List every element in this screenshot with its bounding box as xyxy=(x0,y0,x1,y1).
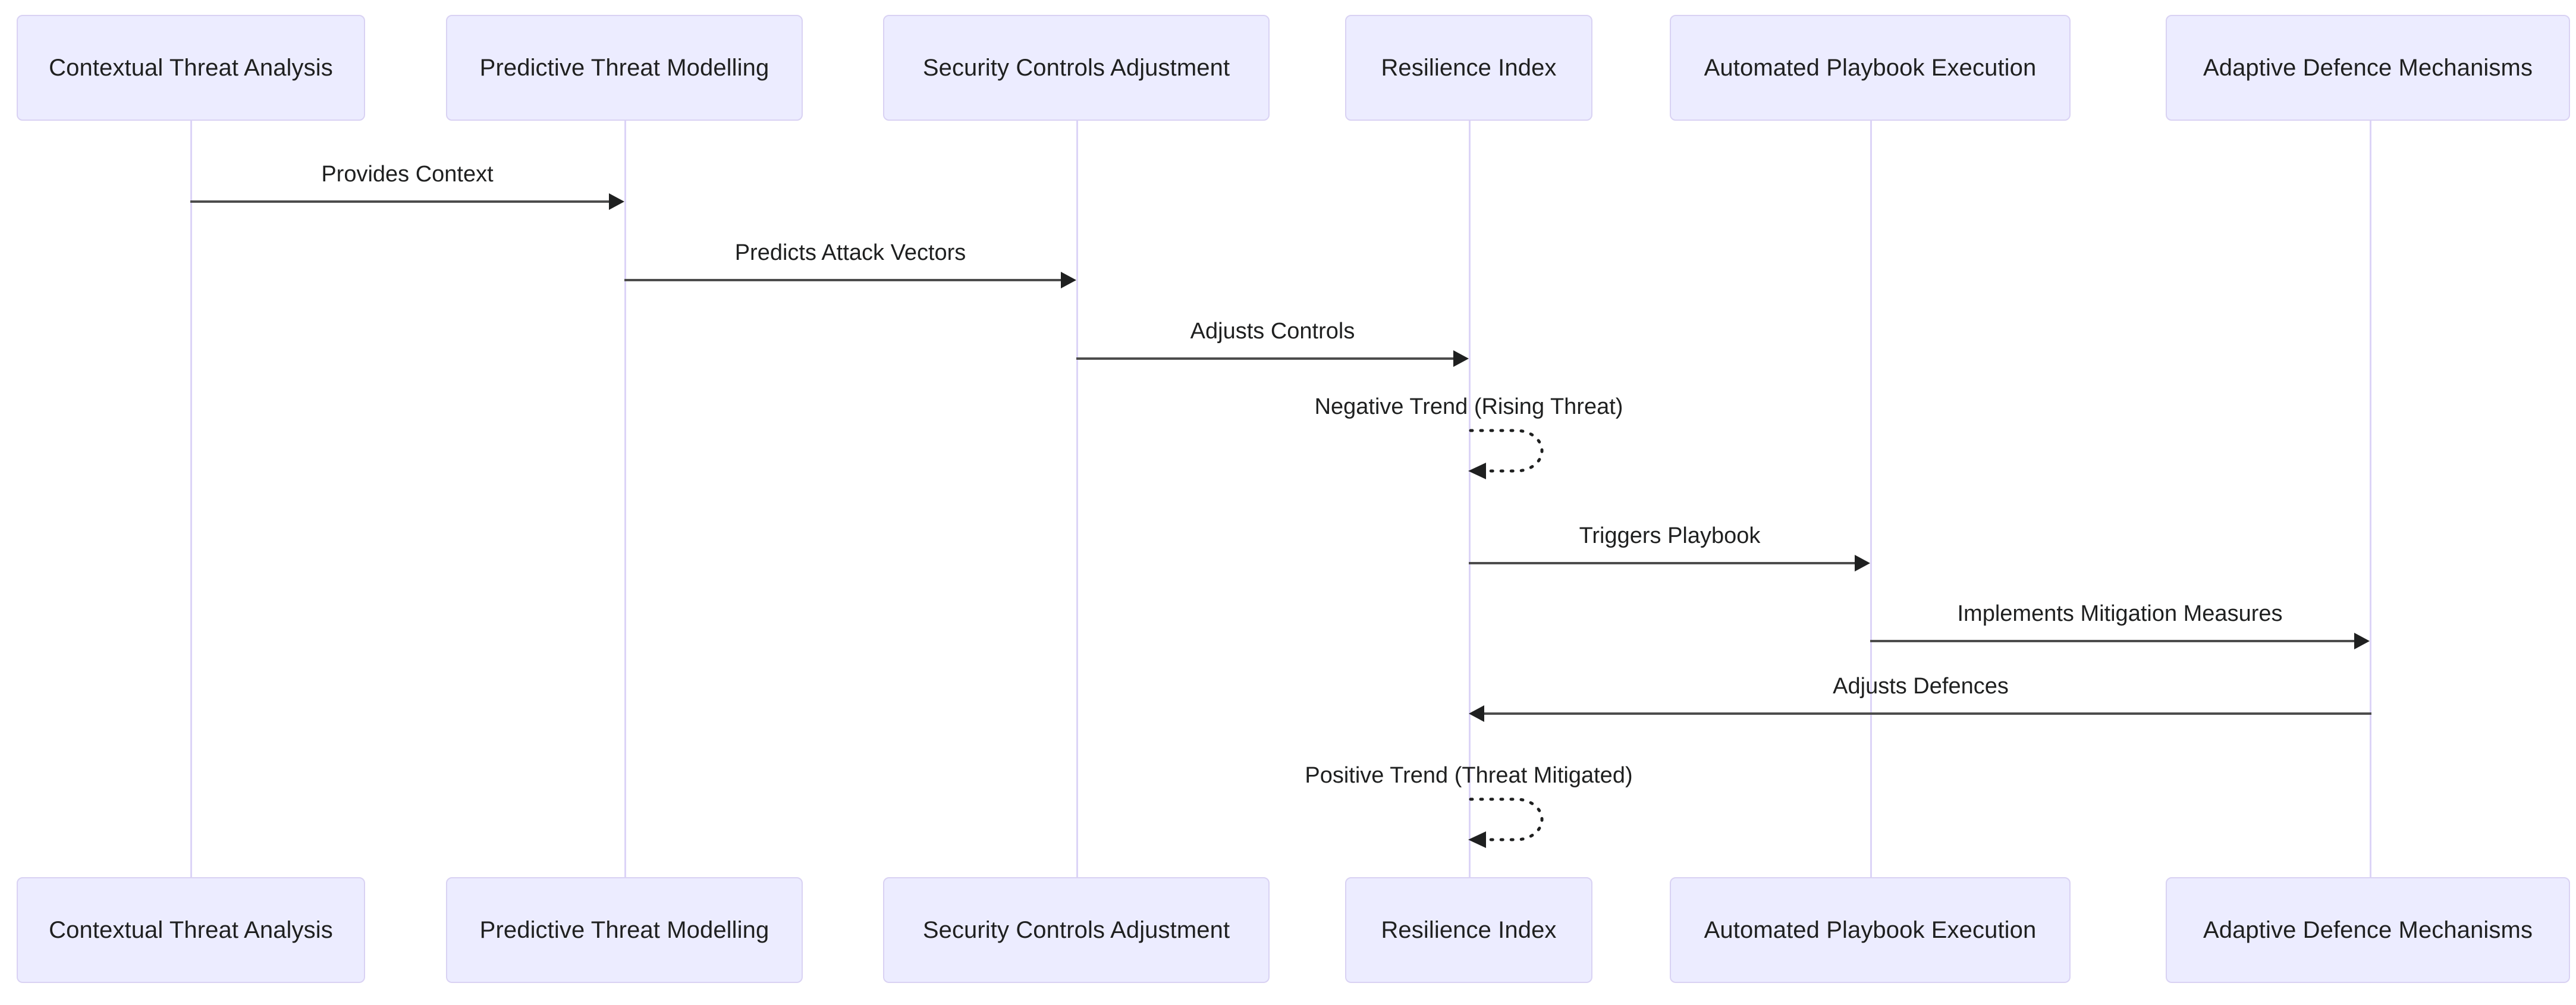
message-label-negative-trend: Negative Trend (Rising Threat) xyxy=(1314,394,1623,419)
participant-label: Predictive Threat Modelling xyxy=(479,54,769,81)
message-label-provides-context: Provides Context xyxy=(321,162,494,187)
message-line-predicts-attack-vectors xyxy=(624,279,1061,281)
participant-box-bottom-p5[interactable]: Automated Playbook Execution xyxy=(1670,877,2071,983)
participant-box-bottom-p1[interactable]: Contextual Threat Analysis xyxy=(17,877,365,983)
arrow-head-right-icon xyxy=(1061,272,1076,288)
participant-box-bottom-p4[interactable]: Resilience Index xyxy=(1345,877,1592,983)
participant-box-top-p5[interactable]: Automated Playbook Execution xyxy=(1670,15,2071,121)
message-line-provides-context xyxy=(190,200,609,203)
arrow-head-right-icon xyxy=(609,193,624,210)
participant-box-top-p1[interactable]: Contextual Threat Analysis xyxy=(17,15,365,121)
message-label-predicts-attack-vectors: Predicts Attack Vectors xyxy=(734,240,966,265)
participant-box-top-p6[interactable]: Adaptive Defence Mechanisms xyxy=(2166,15,2570,121)
participant-label: Predictive Threat Modelling xyxy=(479,916,769,943)
lifeline-p5 xyxy=(1870,121,1872,877)
message-line-triggers-playbook xyxy=(1469,562,1855,564)
lifeline-p2 xyxy=(624,121,626,877)
lifeline-p1 xyxy=(190,121,192,877)
participant-label: Automated Playbook Execution xyxy=(1704,54,2037,81)
message-label-adjusts-defences: Adjusts Defences xyxy=(1833,674,2009,699)
participant-label: Contextual Threat Analysis xyxy=(49,916,333,943)
participant-box-top-p2[interactable]: Predictive Threat Modelling xyxy=(446,15,803,121)
message-line-implements-mitigation-measures xyxy=(1870,640,2354,642)
message-line-adjusts-controls xyxy=(1076,357,1453,360)
message-label-implements-mitigation-measures: Implements Mitigation Measures xyxy=(1957,601,2283,626)
participant-box-top-p3[interactable]: Security Controls Adjustment xyxy=(883,15,1270,121)
participant-box-bottom-p6[interactable]: Adaptive Defence Mechanisms xyxy=(2166,877,2570,983)
self-loop-negative-trend xyxy=(1468,429,1544,479)
lifeline-p3 xyxy=(1076,121,1078,877)
participant-label: Contextual Threat Analysis xyxy=(49,54,333,81)
self-loop-positive-trend xyxy=(1468,797,1544,848)
arrow-head-left-icon xyxy=(1469,705,1484,722)
participant-box-top-p4[interactable]: Resilience Index xyxy=(1345,15,1592,121)
participant-box-bottom-p3[interactable]: Security Controls Adjustment xyxy=(883,877,1270,983)
participant-label: Resilience Index xyxy=(1381,916,1557,943)
arrow-head-right-icon xyxy=(2354,633,2370,649)
participant-label: Resilience Index xyxy=(1381,54,1557,81)
arrow-head-right-icon xyxy=(1855,555,1870,571)
message-line-adjusts-defences xyxy=(1484,712,2371,715)
arrow-head-right-icon xyxy=(1453,350,1469,367)
participant-label: Security Controls Adjustment xyxy=(922,54,1230,81)
participant-label: Adaptive Defence Mechanisms xyxy=(2203,916,2533,943)
message-label-positive-trend: Positive Trend (Threat Mitigated) xyxy=(1305,763,1633,788)
participant-label: Adaptive Defence Mechanisms xyxy=(2203,54,2533,81)
participant-label: Security Controls Adjustment xyxy=(922,916,1230,943)
message-label-triggers-playbook: Triggers Playbook xyxy=(1579,523,1761,548)
participant-box-bottom-p2[interactable]: Predictive Threat Modelling xyxy=(446,877,803,983)
message-label-adjusts-controls: Adjusts Controls xyxy=(1190,319,1355,344)
lifeline-p6 xyxy=(2370,121,2371,877)
lifeline-p4 xyxy=(1469,121,1471,877)
participant-label: Automated Playbook Execution xyxy=(1704,916,2037,943)
